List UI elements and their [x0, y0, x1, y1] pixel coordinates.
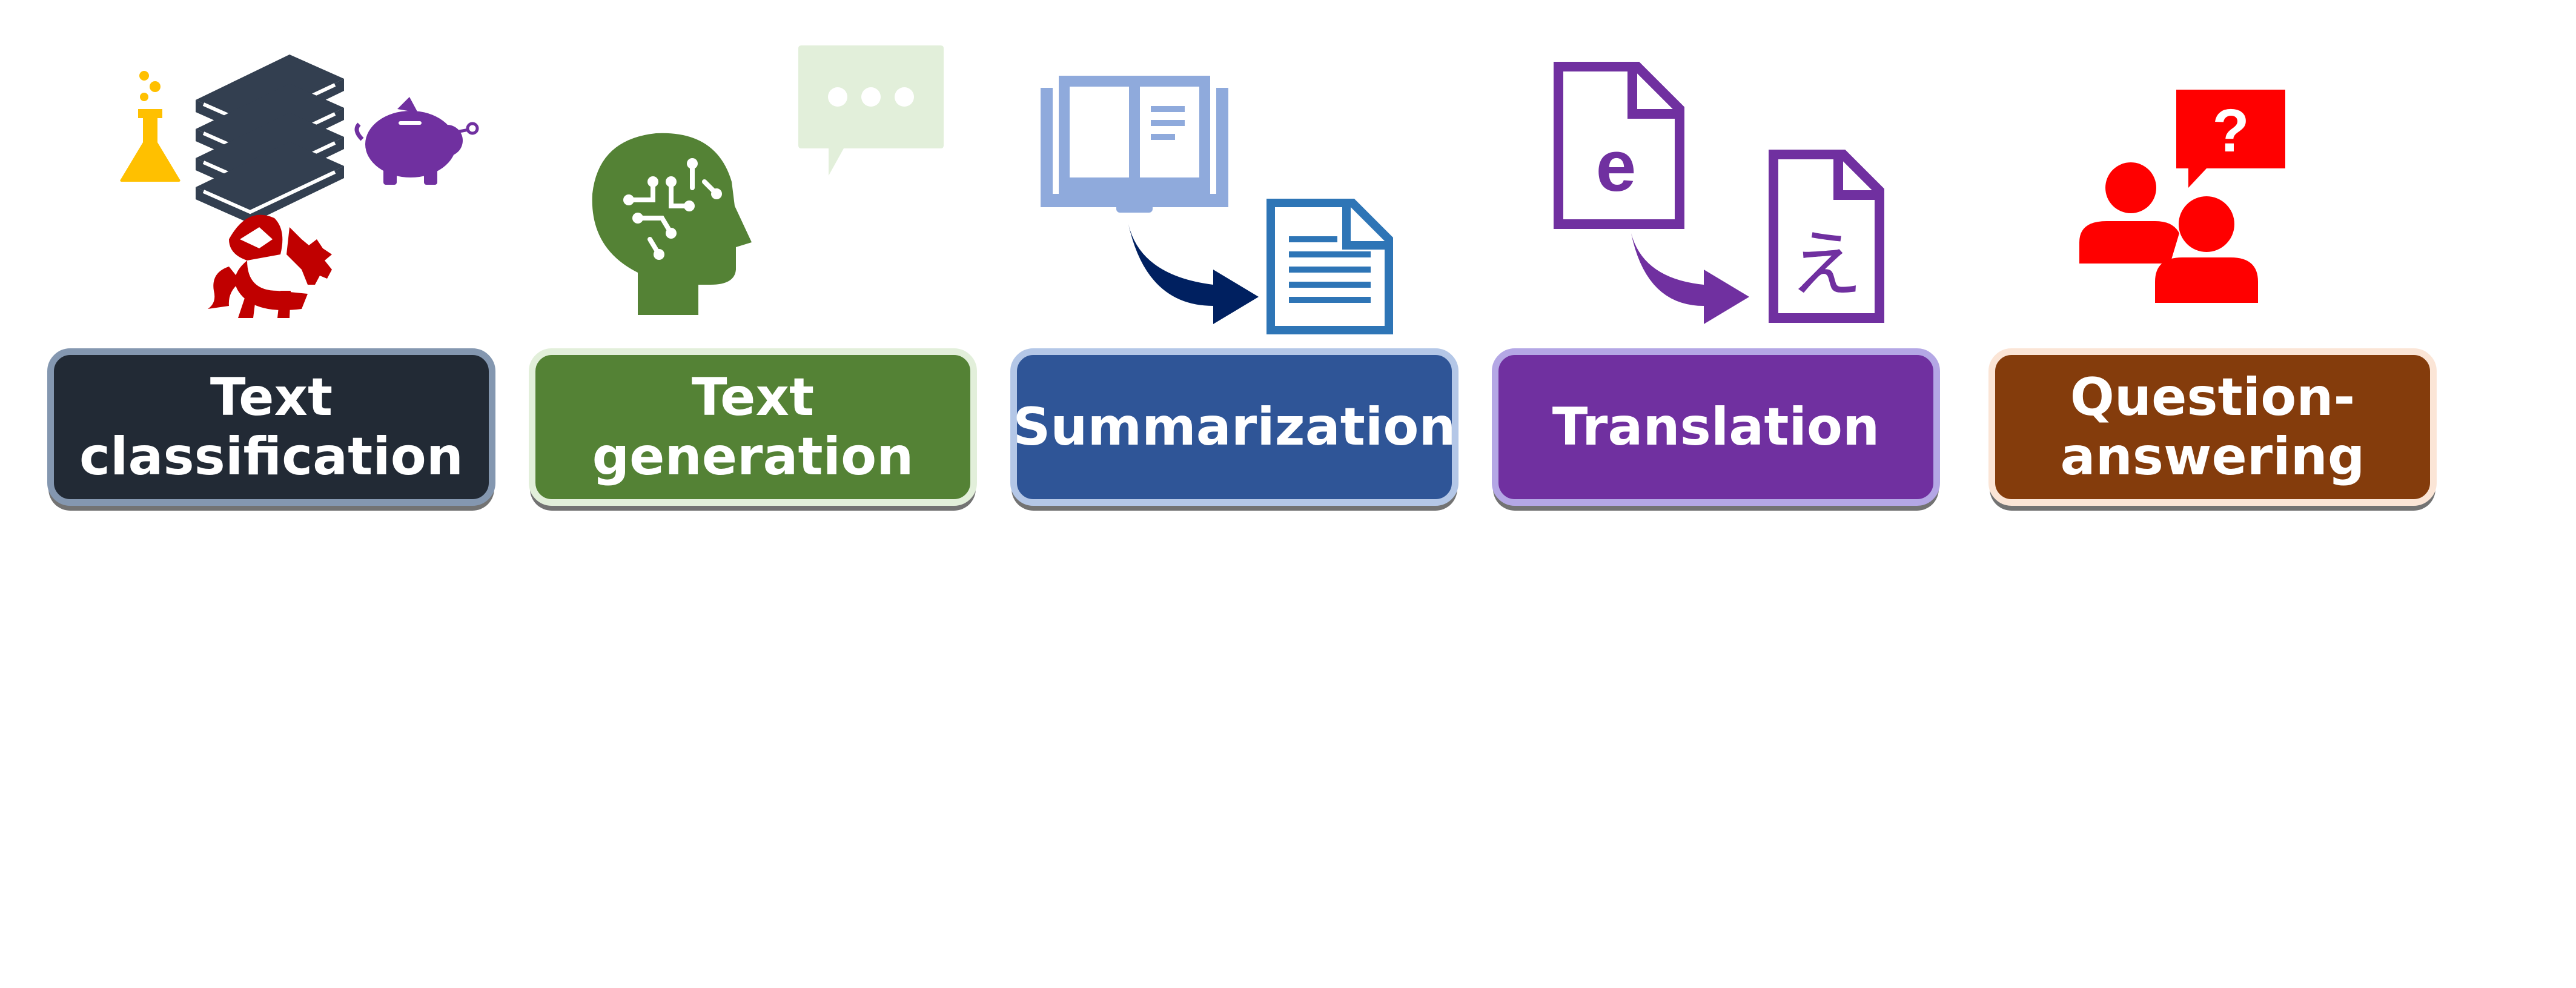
people-icon	[2079, 162, 2258, 303]
curved-arrow-icon-translation	[1631, 233, 1749, 324]
task-summarization: Summarization	[1010, 0, 1459, 515]
brain-head-icon	[592, 133, 752, 315]
label-box-translation: Translation	[1492, 348, 1940, 506]
flask-icon	[120, 71, 180, 182]
piggy-bank-icon	[354, 97, 479, 185]
label-text-translation: Translation	[1552, 397, 1880, 457]
label-text-generation: Text generation	[592, 367, 914, 487]
task-question-answering: ? Question- answering	[1988, 0, 2437, 515]
curved-arrow-icon	[1128, 224, 1259, 324]
icon-group-text-generation	[529, 0, 977, 339]
icon-group-question-answering: ?	[1988, 0, 2437, 339]
icon-group-translation: e え	[1492, 0, 1940, 339]
text-classification-icons	[120, 55, 479, 318]
document-icon	[1266, 199, 1393, 334]
question-mark: ?	[2212, 97, 2249, 165]
label-box-question-answering: Question- answering	[1988, 348, 2437, 506]
latin-letter: e	[1596, 125, 1637, 207]
icon-group-summarization	[1010, 0, 1459, 339]
books-icon	[196, 55, 344, 224]
task-translation: e え Translation	[1492, 0, 1940, 515]
label-text-summarization: Summarization	[1013, 397, 1456, 457]
speech-bubble-icon	[798, 45, 944, 176]
dragon-icon	[208, 214, 332, 318]
kana-letter: え	[1790, 223, 1862, 307]
question-bubble-icon: ?	[2176, 90, 2285, 188]
label-box-text-generation: Text generation	[529, 348, 977, 506]
icon-group-text-classification	[47, 0, 495, 339]
question-answering-icons: ?	[2079, 90, 2285, 303]
translation-icons: e え	[1554, 62, 1884, 324]
document-e-kana-icon: え	[1769, 150, 1884, 323]
task-text-classification: Text classification	[47, 0, 495, 515]
document-e-icon: e	[1554, 62, 1684, 229]
label-box-text-classification: Text classification	[47, 348, 495, 506]
task-text-generation: Text generation	[529, 0, 977, 515]
label-text-question-answering: Question- answering	[2060, 367, 2365, 487]
summarization-icons	[1041, 76, 1393, 334]
label-box-summarization: Summarization	[1010, 348, 1459, 506]
text-generation-icons	[592, 45, 944, 315]
label-text-classification: Text classification	[79, 367, 463, 487]
open-book-icon	[1041, 76, 1228, 213]
